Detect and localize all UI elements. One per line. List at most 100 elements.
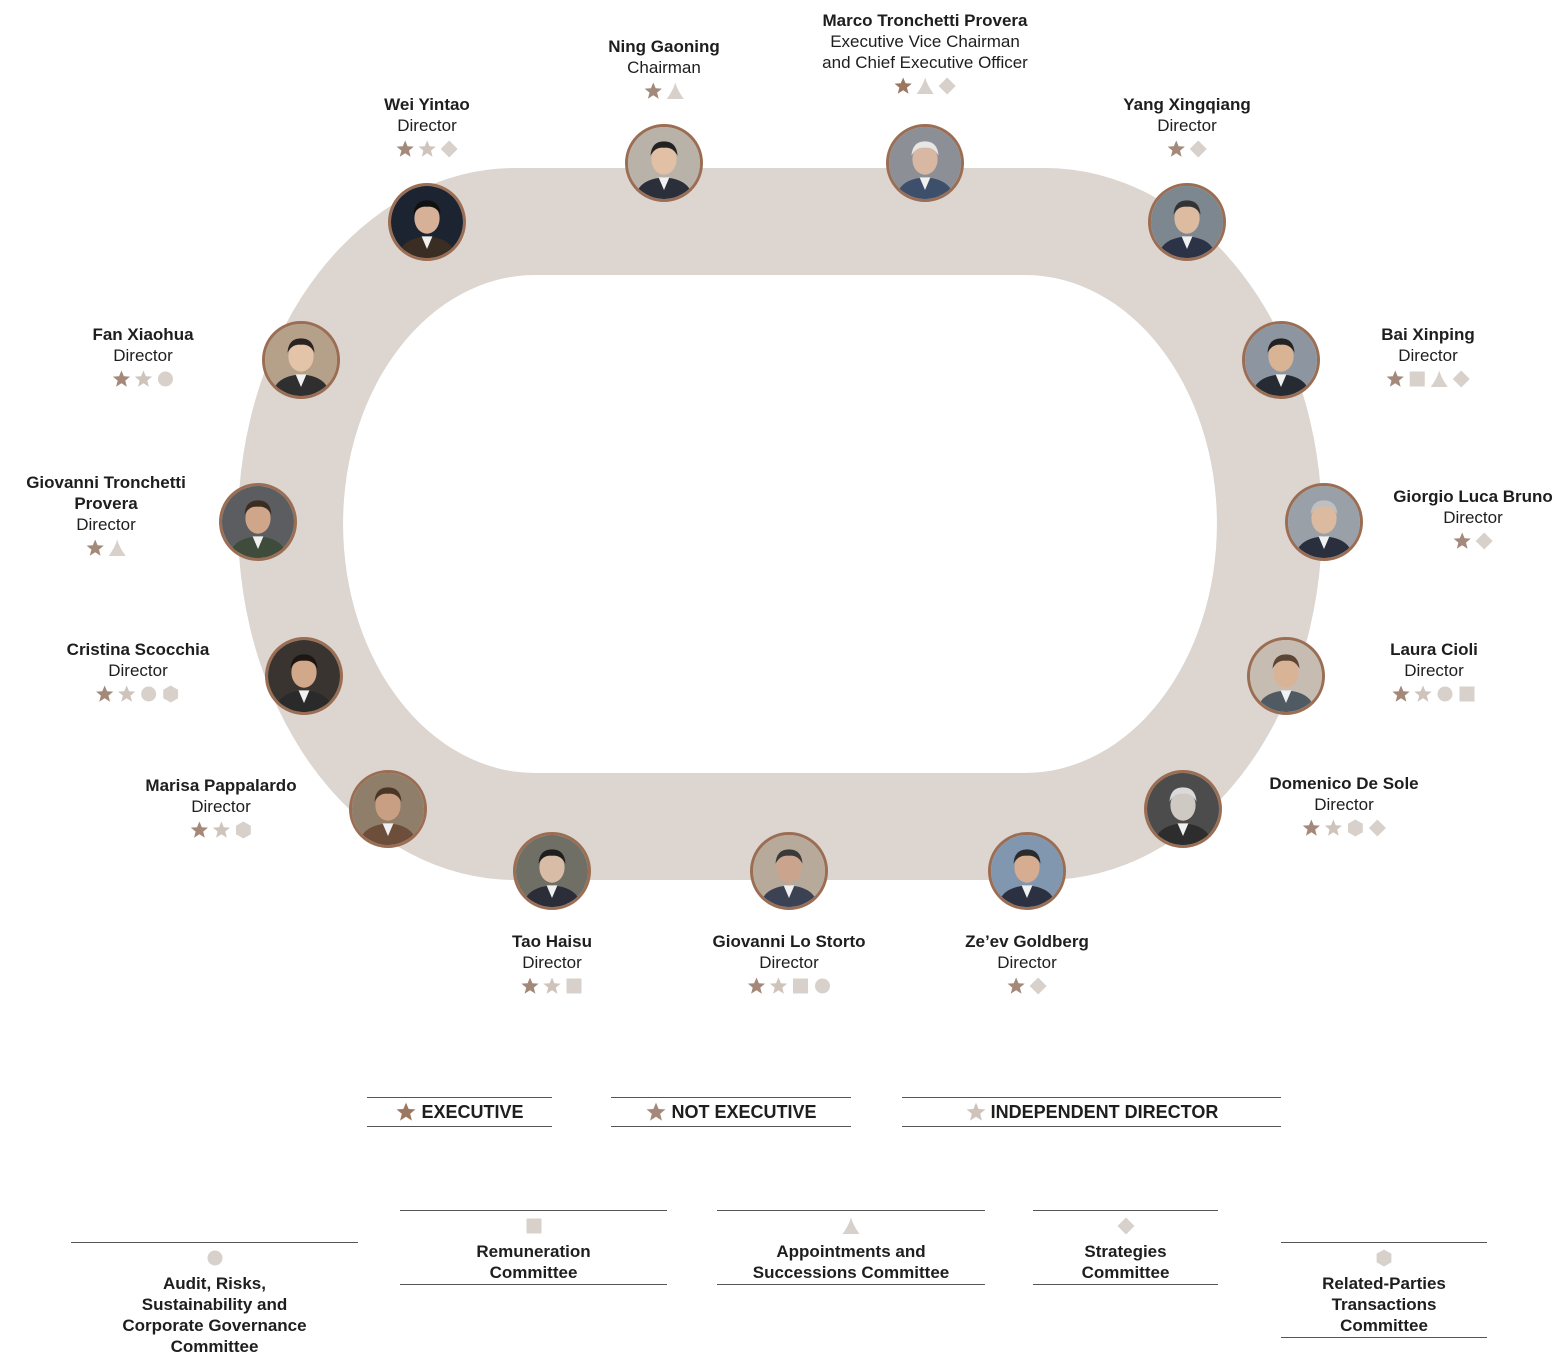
avatar [349, 770, 427, 848]
member-role: Director [191, 797, 251, 816]
square-icon [526, 1218, 541, 1234]
member-name: Marco Tronchetti Provera [822, 11, 1028, 30]
member-name: Tao Haisu [512, 932, 592, 951]
triangle-icon [916, 77, 934, 94]
member-role: Director [76, 515, 136, 534]
not-executive-star-icon [112, 370, 130, 387]
diamond-icon [1117, 1217, 1134, 1235]
diamond-icon [1452, 370, 1470, 388]
member-role: Director [1404, 661, 1464, 680]
member-symbols [512, 976, 592, 996]
member-symbols [1269, 818, 1418, 838]
member-name: Ning Gaoning [608, 37, 720, 56]
not-executive-star-icon [1392, 685, 1410, 702]
independent-star-icon [543, 977, 561, 994]
independent-star-icon [1414, 685, 1432, 702]
not-executive-star-icon [521, 977, 539, 994]
portrait-icon [222, 486, 294, 558]
independent-star-icon [134, 370, 152, 387]
portrait-icon [516, 835, 588, 907]
portrait-icon [753, 835, 825, 907]
member-symbols [1381, 369, 1475, 389]
avatar [1242, 321, 1320, 399]
circle-icon [157, 371, 173, 387]
member-symbols [822, 76, 1028, 96]
member-symbols [384, 139, 470, 159]
member-role: Director [522, 953, 582, 972]
member-name: Wei Yintao [384, 95, 470, 114]
not-executive-star-icon [1007, 977, 1025, 994]
diamond-icon [440, 140, 458, 158]
circle-icon [207, 1250, 222, 1266]
not-executive-star-icon [86, 539, 104, 556]
portrait-icon [1245, 324, 1317, 396]
portrait-icon [1147, 773, 1219, 845]
circle-icon [1437, 686, 1453, 702]
executive-star-icon [397, 1102, 416, 1121]
independent-star-icon [418, 140, 436, 157]
member-symbols [145, 820, 296, 840]
diamond-icon [1029, 977, 1047, 995]
portrait-icon [268, 640, 340, 712]
member-symbols [713, 976, 866, 996]
portrait-icon [1250, 640, 1322, 712]
independent-star-icon [212, 821, 230, 838]
avatar [513, 832, 591, 910]
avatar [1247, 637, 1325, 715]
hexagon-icon [1376, 1249, 1392, 1267]
independent-star-icon [1324, 819, 1342, 836]
legend-independent-star: INDEPENDENT DIRECTOR [902, 1097, 1281, 1127]
legend-not-executive-star: NOT EXECUTIVE [611, 1097, 851, 1127]
member-symbols [1123, 139, 1251, 159]
circle-icon [141, 686, 157, 702]
member-name: Fan Xiaohua [92, 325, 194, 344]
diamond-icon [938, 77, 956, 95]
hexagon-icon [235, 821, 251, 839]
member-role: Director [397, 116, 457, 135]
not-executive-star-icon [1386, 370, 1404, 387]
portrait-icon [889, 127, 961, 199]
legend-label: INDEPENDENT DIRECTOR [990, 1101, 1219, 1122]
member-role: Director [108, 661, 168, 680]
member-name: Domenico De Sole [1269, 774, 1419, 793]
not-executive-star-icon [1453, 532, 1471, 549]
member-symbols [92, 369, 193, 389]
avatar [265, 637, 343, 715]
avatar [750, 832, 828, 910]
avatar [219, 483, 297, 561]
avatar [1144, 770, 1222, 848]
avatar [1148, 183, 1226, 261]
portrait-icon [628, 127, 700, 199]
member-name: Yang Xingqiang [1123, 95, 1251, 114]
square-icon [566, 978, 582, 994]
square-icon [792, 978, 808, 994]
member-symbols [1393, 531, 1553, 551]
member-symbols [608, 81, 719, 101]
not-executive-star-icon [1167, 140, 1185, 157]
diamond-icon [1189, 140, 1207, 158]
independent-star-icon [769, 977, 787, 994]
avatar [625, 124, 703, 202]
executive-star-icon [894, 77, 912, 94]
portrait-icon [991, 835, 1063, 907]
